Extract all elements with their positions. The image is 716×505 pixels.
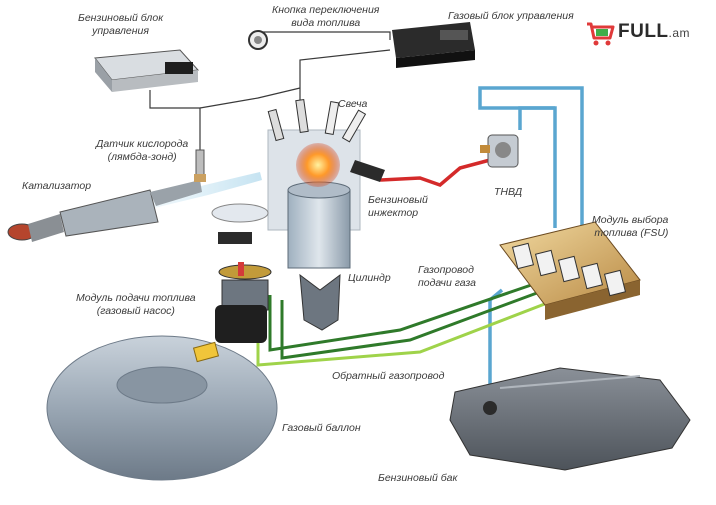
gas-tank-icon	[46, 335, 278, 481]
brand-name-text: FULL	[618, 21, 669, 42]
label-gas-tank-text: Газовый баллон	[282, 422, 361, 434]
petrol-tank-icon	[449, 367, 691, 471]
red-fuel-line	[379, 158, 491, 187]
label-gas-supply: Газопровод подачи газа	[418, 264, 476, 290]
label-fuel-module: Модуль подачи топлива (газовый насос)	[76, 292, 196, 318]
label-petrol-ecu-line1: Бензиновый блок	[78, 12, 164, 24]
exhaust-system	[7, 172, 262, 242]
label-cylinder-text: Цилиндр	[348, 272, 391, 284]
label-hp-pump: ТНВД	[494, 186, 522, 199]
brand-suffix-text: .am	[668, 26, 691, 40]
oxygen-sensor-icon	[194, 149, 206, 182]
label-return-line: Обратный газопровод	[332, 370, 444, 383]
label-gas-supply-line2: подачи газа	[418, 277, 477, 289]
label-spark-plug: Свеча	[338, 98, 367, 111]
label-petrol-tank-text: Бензиновый бак	[378, 472, 458, 484]
label-gas-ecu: Газовый блок управления	[448, 10, 574, 23]
label-petrol-ecu: Бензиновый блок управления	[78, 12, 163, 38]
switch-button-icon	[248, 30, 268, 50]
label-gas-supply-line1: Газопровод	[418, 264, 474, 276]
gas-ecu-icon	[392, 22, 475, 68]
fsu-module-icon	[499, 221, 641, 320]
brand-name: FULL.am	[618, 21, 690, 43]
label-fuel-module-line1: Модуль подачи топлива	[76, 292, 196, 304]
label-petrol-injector-line1: Бензиновый	[368, 194, 428, 206]
label-catalyst: Катализатор	[22, 180, 91, 193]
petrol-ecu-icon	[94, 49, 200, 92]
label-gas-tank: Газовый баллон	[282, 422, 361, 435]
label-switch-button: Кнопка переключения вида топлива	[272, 4, 379, 30]
label-spark-plug-text: Свеча	[338, 98, 368, 110]
hp-pump-icon	[480, 134, 519, 168]
label-gas-ecu-text: Газовый блок управления	[448, 10, 574, 22]
label-petrol-injector-line2: инжектор	[368, 207, 419, 219]
label-return-line-text: Обратный газопровод	[332, 370, 445, 382]
label-hp-pump-text: ТНВД	[494, 186, 523, 198]
engine-cylinder-icon	[267, 99, 385, 331]
label-fsu: Модуль выбора топлива (FSU)	[592, 214, 668, 240]
label-petrol-tank: Бензиновый бак	[378, 472, 457, 485]
fuel-module-icon	[215, 262, 272, 343]
label-petrol-injector: Бензиновый инжектор	[368, 194, 428, 220]
label-switch-button-line1: Кнопка переключения	[272, 4, 380, 16]
label-fuel-module-line2: (газовый насос)	[96, 305, 175, 317]
filter-parts	[211, 203, 269, 244]
brand-logo: FULL.am	[584, 14, 712, 50]
label-switch-button-line2: вида топлива	[291, 17, 361, 29]
label-catalyst-text: Катализатор	[22, 180, 92, 192]
cart-icon	[587, 22, 615, 46]
label-petrol-ecu-line2: управления	[92, 25, 149, 37]
label-oxygen-sensor-line2: (лямбда-зонд)	[107, 151, 177, 163]
label-fsu-line1: Модуль выбора	[592, 214, 669, 226]
label-fsu-line2: топлива (FSU)	[594, 227, 669, 239]
label-cylinder: Цилиндр	[348, 272, 391, 285]
label-oxygen-sensor: Датчик кислорода (лямбда-зонд)	[96, 138, 188, 164]
label-oxygen-sensor-line1: Датчик кислорода	[96, 138, 189, 150]
